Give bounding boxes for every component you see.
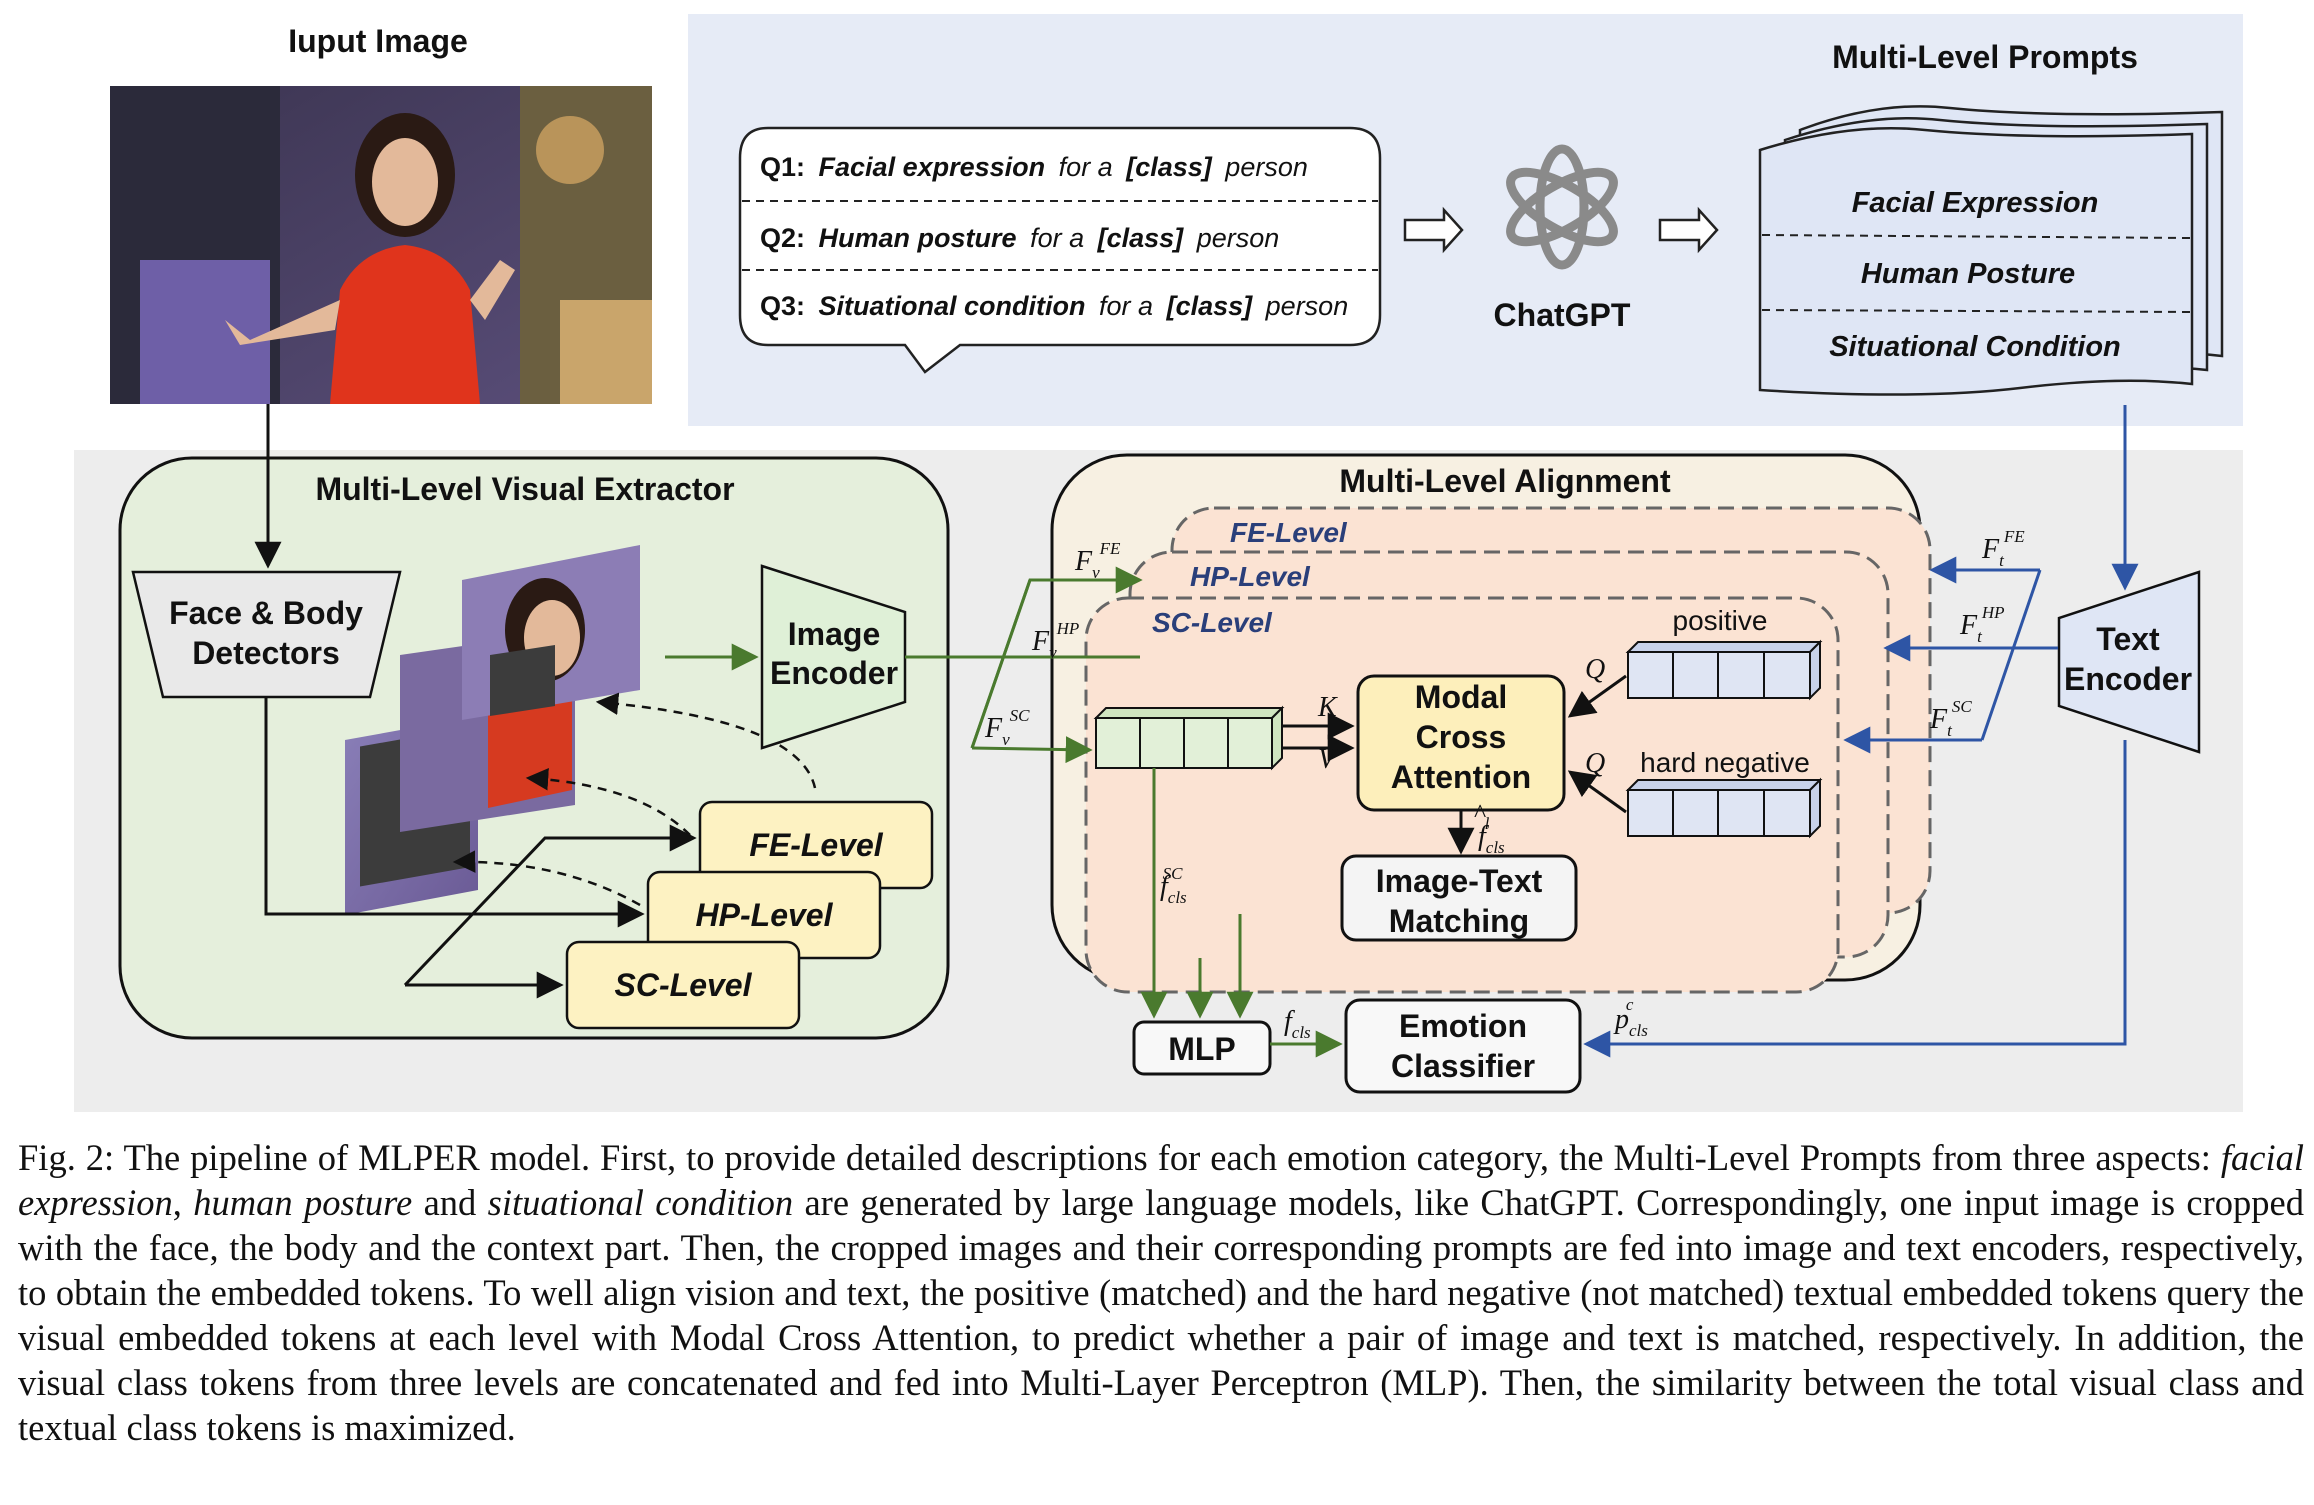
text-encoder-line2: Encoder [2064,661,2192,697]
mca-line2: Cross [1416,719,1507,755]
hollow-arrow-2 [1658,206,1719,254]
align-hp-level-label: HP-Level [1190,561,1311,592]
mca-line3: Attention [1391,759,1531,795]
question-1: Q1: Facial expression for a [class] pers… [760,152,1308,182]
align-sc-level-label: SC-Level [1152,607,1273,638]
emotion-classifier-block [1344,998,1582,1094]
visual-tokens [1093,705,1285,771]
sc-level-box [565,940,801,1030]
input-image-title: Iuput Image [288,23,468,59]
sc-level-label: SC-Level [615,967,753,1003]
prompts-title: Multi-Level Prompts [1832,39,2138,75]
question-3: Q3: Situational condition for a [class] … [760,291,1348,321]
visual-extractor-title: Multi-Level Visual Extractor [315,471,734,507]
hp-level-label: HP-Level [696,897,834,933]
svg-text:^: ^ [1474,799,1486,828]
alignment-title: Multi-Level Alignment [1339,463,1671,499]
image-encoder-line2: Encoder [770,655,898,691]
itm-line1: Image-Text [1376,863,1543,899]
image-encoder-line1: Image [788,616,880,652]
query-negative-label: Q [1585,748,1605,779]
classifier-line2: Classifier [1391,1048,1535,1084]
text-encoder-line1: Text [2096,621,2160,657]
chatgpt-logo-icon [1484,127,1640,307]
value-label: V [1318,744,1338,775]
positive-label: positive [1673,605,1768,636]
input-photo [110,86,652,404]
detectors-label-line1: Face & Body [169,595,363,631]
detectors-label-line2: Detectors [192,635,340,671]
prompt-situational-condition: Situational Condition [1829,331,2121,363]
hard-negative-label: hard negative [1640,747,1810,778]
positive-tokens [1625,639,1823,701]
image-encoder-block [760,564,907,750]
classifier-line1: Emotion [1399,1008,1527,1044]
chatgpt-label: ChatGPT [1494,297,1631,333]
key-label: K [1317,692,1338,723]
mlp-label: MLP [1168,1031,1236,1067]
hard-negative-tokens [1625,777,1823,839]
mca-line1: Modal [1415,679,1507,715]
text-encoder-block [2057,570,2201,754]
cropped-images [345,545,640,915]
query-positive-label: Q [1585,654,1605,685]
mlp-block [1132,1020,1272,1076]
hollow-arrow-1 [1403,206,1464,254]
prompt-facial-expression: Facial Expression [1852,187,2099,219]
question-bubble [738,126,1382,374]
image-text-matching-block [1340,854,1578,942]
prompts-stack [1758,105,2224,396]
itm-line2: Matching [1389,903,1529,939]
align-fe-level-label: FE-Level [1230,517,1348,548]
detectors-block [131,570,402,699]
fe-level-label: FE-Level [749,827,883,863]
question-2: Q2: Human posture for a [class] person [760,223,1279,253]
figure-caption: Fig. 2: The pipeline of MLPER model. Fir… [18,1137,2304,1448]
prompt-human-posture: Human Posture [1861,258,2075,290]
